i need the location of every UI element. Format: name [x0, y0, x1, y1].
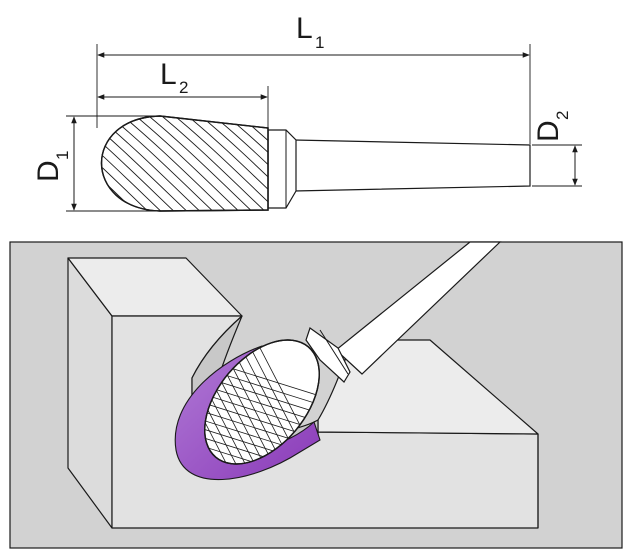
- burr-head-illustration: [182, 324, 341, 486]
- D2-letter: D: [532, 120, 565, 142]
- dimension-label-L2: L 2: [160, 58, 188, 97]
- hatch-line: [224, 352, 286, 469]
- hatch-line: [236, 338, 297, 455]
- flute-line: [101, 116, 208, 211]
- L1-subscript: 1: [315, 33, 324, 52]
- L1-letter: L: [296, 12, 313, 45]
- burr-shank: [293, 139, 531, 192]
- L2-letter: L: [160, 58, 177, 91]
- flute-line: [101, 116, 195, 211]
- flute-line: [164, 116, 268, 211]
- D1-letter: D: [32, 160, 65, 182]
- flute-line: [101, 116, 156, 211]
- D1-subscript: 1: [53, 151, 72, 160]
- L2-subscript: 2: [179, 78, 188, 97]
- usage-illustration: [9, 241, 623, 549]
- hatch-line: [230, 345, 291, 462]
- burr-shank-illustration: [305, 241, 502, 383]
- flute-line: [151, 116, 268, 211]
- flute-line: [101, 116, 182, 211]
- burr-neck: [267, 129, 297, 209]
- dimension-label-L1: L 1: [296, 12, 324, 52]
- D2-subscript: 2: [553, 111, 572, 120]
- technical-drawing: [66, 44, 582, 212]
- flute-line: [138, 116, 260, 211]
- flute-line: [101, 116, 169, 211]
- dimension-label-D2: D 2: [532, 111, 572, 142]
- dimension-label-D1: D 1: [32, 151, 72, 182]
